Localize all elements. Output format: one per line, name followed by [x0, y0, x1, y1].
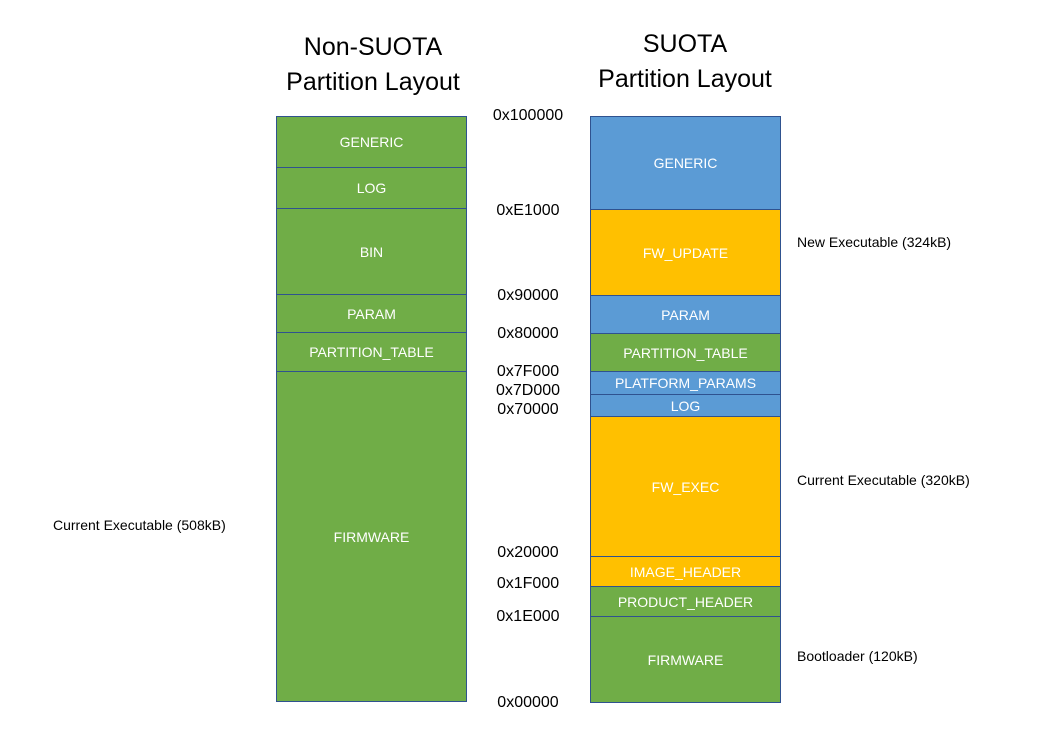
address-label: 0x80000: [497, 325, 559, 342]
right-partition-param: PARAM: [590, 295, 781, 334]
address-label: 0x70000: [497, 401, 559, 418]
right-partition-image-header: IMAGE_HEADER: [590, 556, 781, 587]
address-label: 0x7F000: [496, 363, 560, 380]
left-partition-generic: GENERIC: [276, 116, 467, 168]
left-partition-partition-table: PARTITION_TABLE: [276, 332, 467, 372]
non-suota-partition-column: GENERIC LOG BIN PARAM PARTITION_TABLE FI…: [276, 116, 467, 702]
non-suota-title-line1: Non-SUOTA: [303, 33, 443, 61]
right-partition-platform-params: PLATFORM_PARAMS: [590, 371, 781, 395]
non-suota-title-line2: Partition Layout: [286, 68, 460, 96]
left-current-executable-note: Current Executable (508kB): [53, 517, 226, 533]
suota-partition-column: GENERIC FW_UPDATE PARAM PARTITION_TABLE …: [590, 116, 781, 703]
right-partition-partition-table: PARTITION_TABLE: [590, 333, 781, 372]
address-label: 0x1E000: [496, 608, 560, 625]
suota-title: SUOTA Partition Layout: [572, 27, 798, 97]
left-partition-param: PARAM: [276, 294, 467, 333]
right-partition-fw-exec: FW_EXEC: [590, 416, 781, 557]
address-label: 0xE1000: [496, 202, 560, 219]
right-partition-generic: GENERIC: [590, 116, 781, 210]
address-label: 0x100000: [492, 107, 564, 124]
new-executable-note: New Executable (324kB): [797, 234, 952, 250]
right-current-executable-note: Current Executable (320kB): [797, 472, 970, 488]
right-partition-product-header: PRODUCT_HEADER: [590, 586, 781, 617]
left-partition-bin: BIN: [276, 208, 467, 295]
suota-title-line2: Partition Layout: [598, 65, 772, 93]
address-label: 0x00000: [497, 694, 559, 711]
right-partition-firmware: FIRMWARE: [590, 616, 781, 703]
right-partition-log: LOG: [590, 394, 781, 417]
non-suota-title: Non-SUOTA Partition Layout: [262, 30, 484, 100]
suota-title-line1: SUOTA: [642, 30, 728, 58]
left-partition-log: LOG: [276, 167, 467, 209]
bootloader-note: Bootloader (120kB): [797, 648, 918, 664]
address-label: 0x90000: [497, 287, 559, 304]
address-label: 0x1F000: [496, 575, 560, 592]
right-partition-fw-update: FW_UPDATE: [590, 209, 781, 296]
address-label: 0x20000: [497, 544, 559, 561]
address-label: 0x7D000: [495, 382, 561, 399]
left-partition-firmware: FIRMWARE: [276, 371, 467, 702]
